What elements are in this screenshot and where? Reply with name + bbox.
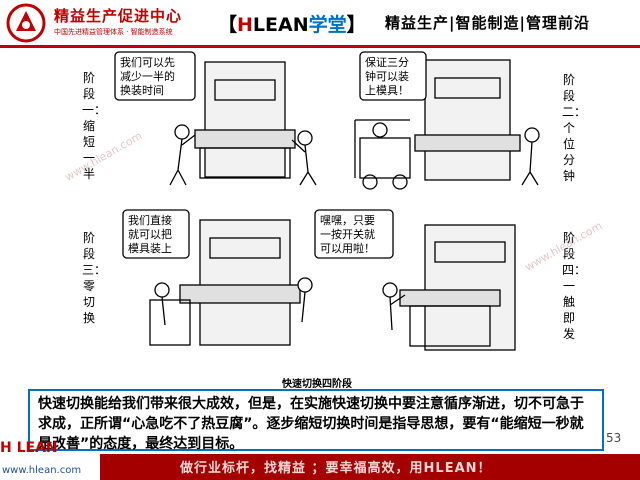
header: 精益生产促进中心 中国先进精益管理体系 · 智能制造系统 【HLEAN学堂】 精…: [0, 0, 640, 46]
bubble1-line: 换装时间: [120, 83, 164, 97]
header-slogan: 精益生产|智能制造|管理前沿: [385, 14, 590, 32]
bubble2-line: 上模具！: [365, 84, 409, 97]
brand-subtitle: 中国先进精益管理体系 · 智能制造系统: [54, 28, 173, 36]
brand-name: 精益生产促进中心: [54, 7, 183, 25]
footer-bar: [100, 454, 640, 480]
footer-slogan: 做行业标杆，找精益 ；要幸福高效，用HLEAN！: [180, 461, 492, 476]
bubble1-line: 减少一半的: [120, 69, 175, 83]
stage2-label: 阶段二：个位分钟: [562, 73, 587, 183]
title-bracket-open: 【: [218, 14, 238, 36]
brand-logo-icon: [6, 3, 46, 43]
bubble2-line: 钟可以装: [365, 69, 409, 83]
stage4-label: 阶段四：一触即发: [562, 231, 587, 341]
title-h: H: [237, 14, 253, 36]
four-stage-illustration: 我们可以先 减少一半的 换装时间 保证三分 钟可以装 上模具！ 我们直接 就可以…: [114, 51, 540, 351]
bubble3-line: 就可以把: [128, 227, 172, 241]
bubble4-line: 嘿嘿，只要: [320, 214, 375, 227]
footer-logo: H LEAN: [0, 440, 58, 456]
page-number: 53: [606, 431, 622, 445]
bubble4-line: 可以用啦！: [320, 241, 375, 255]
stage3-label: 阶段三：零切换: [82, 231, 107, 325]
title-bracket-close: 】: [346, 14, 366, 36]
header-divider: [0, 45, 640, 48]
bubble3-line: 模具装上: [128, 242, 172, 255]
bubble4-line: 一按开关就: [320, 227, 375, 241]
figure-caption: 快速切换四阶段: [282, 379, 352, 390]
bubble1-line: 我们可以先: [120, 55, 175, 69]
summary-textbox: 快速切换能给我们带来很大成效，但是，在实施快速切换中要注意循序渐进，切不可急于求…: [28, 389, 604, 452]
footer-url[interactable]: www.hlean.com: [2, 465, 82, 476]
bubble2-line: 保证三分: [365, 55, 409, 69]
hlean-title: 【HLEAN学堂】: [218, 10, 366, 37]
title-lean: LEAN: [252, 14, 309, 36]
bubble3-line: 我们直接: [128, 213, 172, 227]
title-xuetang: 学堂: [308, 14, 347, 36]
stage1-label: 阶段一：缩短一半: [82, 71, 107, 181]
